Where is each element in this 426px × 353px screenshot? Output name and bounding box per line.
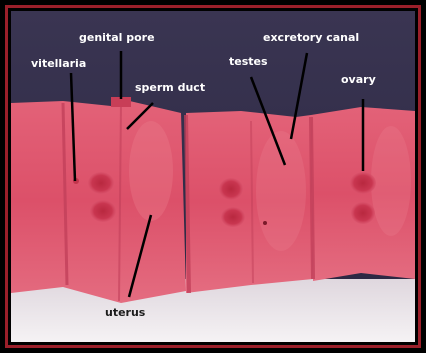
ovary-lobe [351, 202, 375, 224]
label-uterus: uterus [105, 306, 146, 319]
ovary-lobe [88, 172, 114, 194]
label-ovary: ovary [341, 73, 376, 86]
label-sperm-duct: sperm duct [135, 81, 205, 94]
tapeworm-proglottid-micrograph: genital pore vitellaria sperm duct teste… [11, 11, 415, 342]
tissue-band [11, 97, 415, 303]
ovary-lobe [221, 207, 245, 227]
micrograph-photo: genital pore vitellaria sperm duct teste… [11, 11, 415, 342]
label-vitellaria: vitellaria [31, 57, 86, 70]
label-genital-pore: genital pore [79, 31, 155, 44]
label-testes: testes [229, 55, 268, 68]
label-excretory-canal: excretory canal [263, 31, 359, 44]
ovary-lobe [219, 178, 243, 200]
segment-border [311, 117, 313, 279]
ovary-lobe [350, 172, 376, 194]
ovary-lobe [90, 200, 116, 222]
